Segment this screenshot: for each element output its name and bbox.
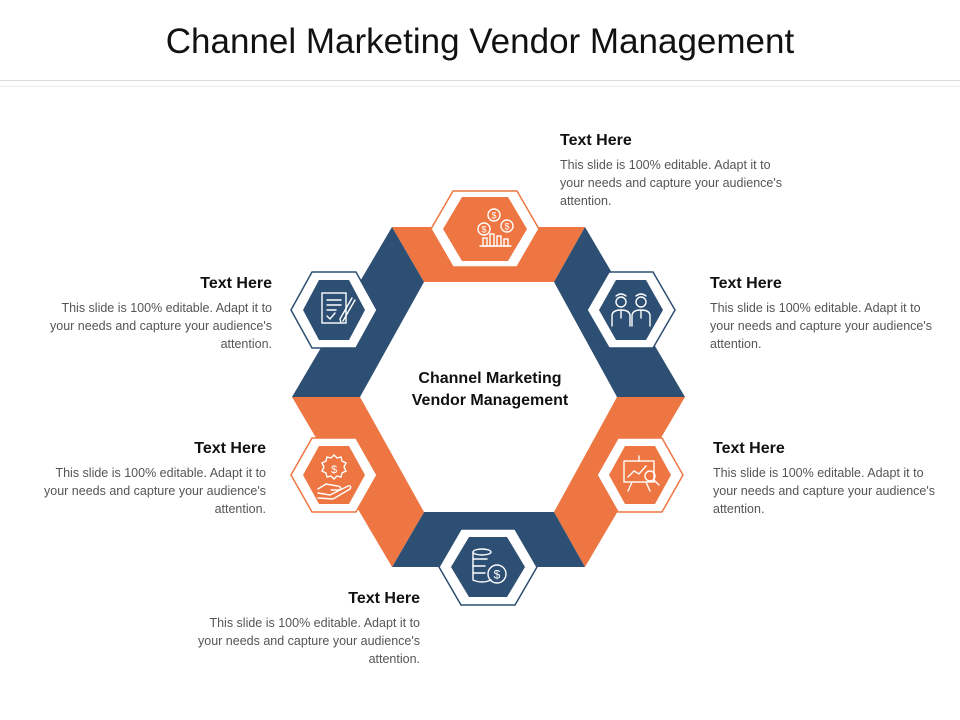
center-label: Channel Marketing Vendor Management [370,368,610,412]
title-divider-secondary [0,86,960,87]
contract-sign-icon [321,292,356,324]
text-block-heading: Text Here [194,440,266,457]
svg-text:$: $ [481,225,486,235]
text-block-upper-right: Text Here This slide is 100% editable. A… [710,275,940,353]
badge-upper-left [290,271,378,349]
badge-lower-left: $ [290,437,378,513]
text-block-body: This slide is 100% editable. Adapt it to… [198,616,420,666]
text-block-body: This slide is 100% editable. Adapt it to… [50,301,272,351]
slide-title: Channel Marketing Vendor Management [165,22,795,61]
title-divider [0,80,960,81]
text-block-lower-right: Text Here This slide is 100% editable. A… [713,440,943,518]
team-icon [611,293,651,327]
center-label-line1: Channel Marketing [418,370,562,387]
text-block-body: This slide is 100% editable. Adapt it to… [710,301,932,351]
money-chart-icon: $ $ $ [477,208,514,247]
text-block-bottom: Text Here This slide is 100% editable. A… [190,590,420,668]
svg-text:$: $ [504,222,509,232]
text-block-body: This slide is 100% editable. Adapt it to… [713,466,935,516]
svg-text:$: $ [331,464,337,476]
text-block-upper-left: Text Here This slide is 100% editable. A… [42,275,272,353]
svg-text:$: $ [494,568,501,582]
center-label-line2: Vendor Management [411,392,569,409]
svg-text:$: $ [491,211,496,221]
badge-bottom: $ [438,528,538,606]
badge-upper-right [586,271,676,349]
presentation-icon [623,455,660,492]
badge-lower-right [596,437,684,513]
text-block-heading: Text Here [200,275,272,292]
hand-money-icon: $ [317,454,352,500]
badge-top: $ $ $ [430,190,540,268]
text-block-lower-left: Text Here This slide is 100% editable. A… [36,440,266,518]
text-block-top: Text Here This slide is 100% editable. A… [560,132,790,210]
text-block-body: This slide is 100% editable. Adapt it to… [560,158,782,208]
text-block-heading: Text Here [348,590,420,607]
coins-dollar-icon: $ [472,548,507,584]
text-block-heading: Text Here [710,275,782,292]
text-block-heading: Text Here [713,440,785,457]
text-block-heading: Text Here [560,132,632,149]
text-block-body: This slide is 100% editable. Adapt it to… [44,466,266,516]
